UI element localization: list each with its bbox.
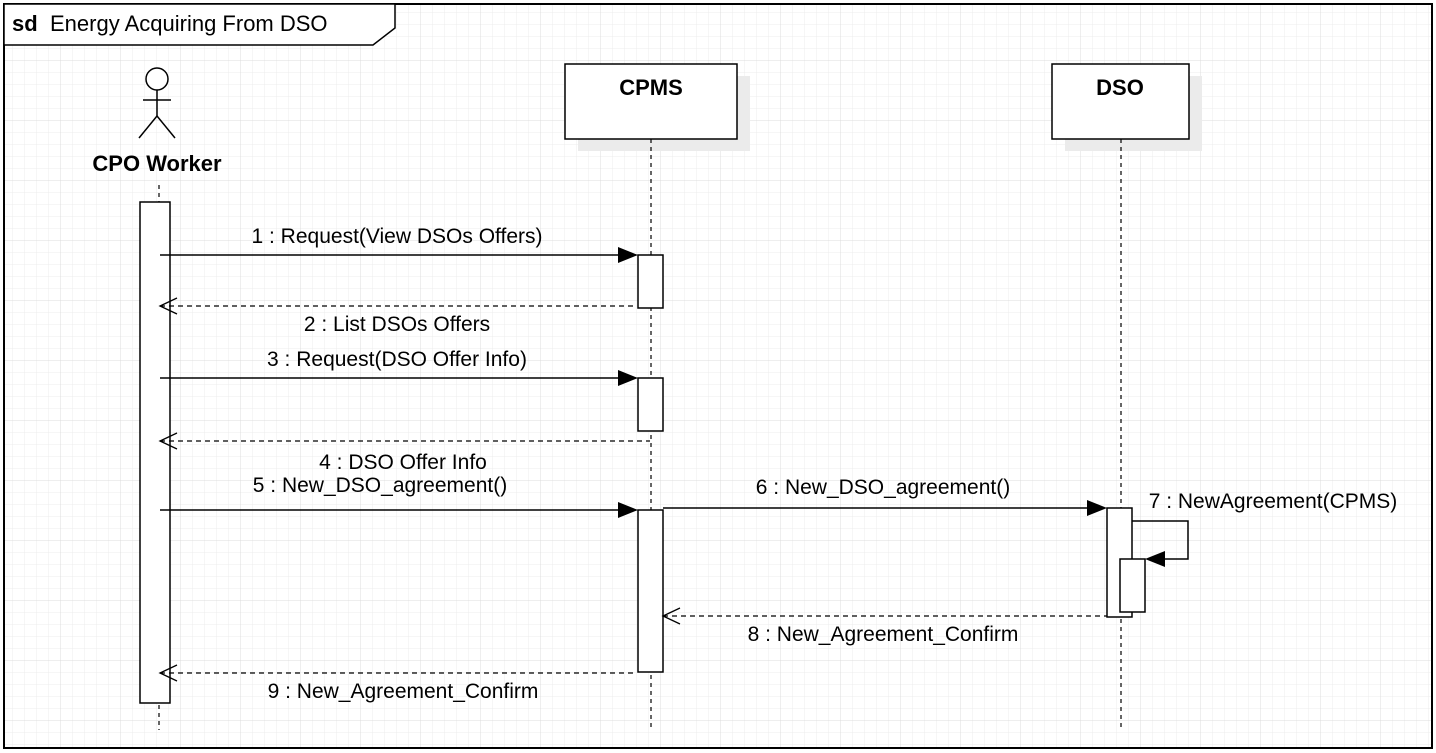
return-arrowhead-icon xyxy=(661,607,681,625)
message-1[interactable]: 1 : Request(View DSOs Offers) xyxy=(160,225,638,263)
actor-head-icon xyxy=(145,67,169,91)
return-arrowhead-icon xyxy=(158,297,178,315)
message-label: 3 : Request(DSO Offer Info) xyxy=(267,348,527,371)
message-label: 2 : List DSOs Offers xyxy=(304,313,490,336)
message-8[interactable]: 8 : New_Agreement_Confirm xyxy=(661,607,1107,646)
actor-name: CPO Worker xyxy=(92,151,222,176)
frame-tab xyxy=(3,3,396,46)
sync-arrowhead-icon xyxy=(618,370,638,386)
message-5[interactable]: 5 : New_DSO_agreement() xyxy=(160,474,638,518)
lifeline-dso[interactable]: DSO xyxy=(1051,63,1202,151)
message-label: 6 : New_DSO_agreement() xyxy=(756,476,1010,499)
activation-bar-cpo-worker xyxy=(139,201,171,704)
message-3[interactable]: 3 : Request(DSO Offer Info) xyxy=(160,348,638,386)
lifeline-cpms-label: CPMS xyxy=(619,75,683,100)
activation-bar-cpms-1 xyxy=(637,254,664,309)
message-label: 8 : New_Agreement_Confirm xyxy=(748,623,1019,646)
frame-kind: sd xyxy=(12,11,38,36)
actor-cpo-worker[interactable]: CPO Worker xyxy=(92,67,222,176)
sync-arrowhead-icon xyxy=(618,247,638,263)
message-label: 4 : DSO Offer Info xyxy=(319,451,487,474)
sync-arrowhead-icon xyxy=(1145,551,1165,567)
sync-arrowhead-icon xyxy=(618,502,638,518)
frame-title: Energy Acquiring From DSO xyxy=(50,11,328,36)
lifeline-dso-label: DSO xyxy=(1096,75,1144,100)
lifeline-cpms[interactable]: CPMS xyxy=(564,63,750,151)
message-label: 9 : New_Agreement_Confirm xyxy=(268,680,539,703)
diagram-frame xyxy=(3,3,1433,749)
message-label: 5 : New_DSO_agreement() xyxy=(253,474,507,497)
message-7[interactable]: 7 : NewAgreement(CPMS) xyxy=(1132,490,1397,567)
return-arrowhead-icon xyxy=(158,432,178,450)
return-arrowhead-icon xyxy=(158,664,178,682)
message-2[interactable]: 2 : List DSOs Offers xyxy=(158,297,637,336)
message-9[interactable]: 9 : New_Agreement_Confirm xyxy=(158,664,637,703)
message-4[interactable]: 4 : DSO Offer Info xyxy=(158,432,650,474)
message-label: 7 : NewAgreement(CPMS) xyxy=(1149,490,1398,513)
sync-arrowhead-icon xyxy=(1087,500,1107,516)
message-6[interactable]: 6 : New_DSO_agreement() xyxy=(663,476,1107,516)
activation-bar-dso-self xyxy=(1119,558,1146,613)
message-label: 1 : Request(View DSOs Offers) xyxy=(252,225,543,248)
activation-bar-cpms-3 xyxy=(637,509,664,673)
activation-bar-cpms-2 xyxy=(637,377,664,432)
